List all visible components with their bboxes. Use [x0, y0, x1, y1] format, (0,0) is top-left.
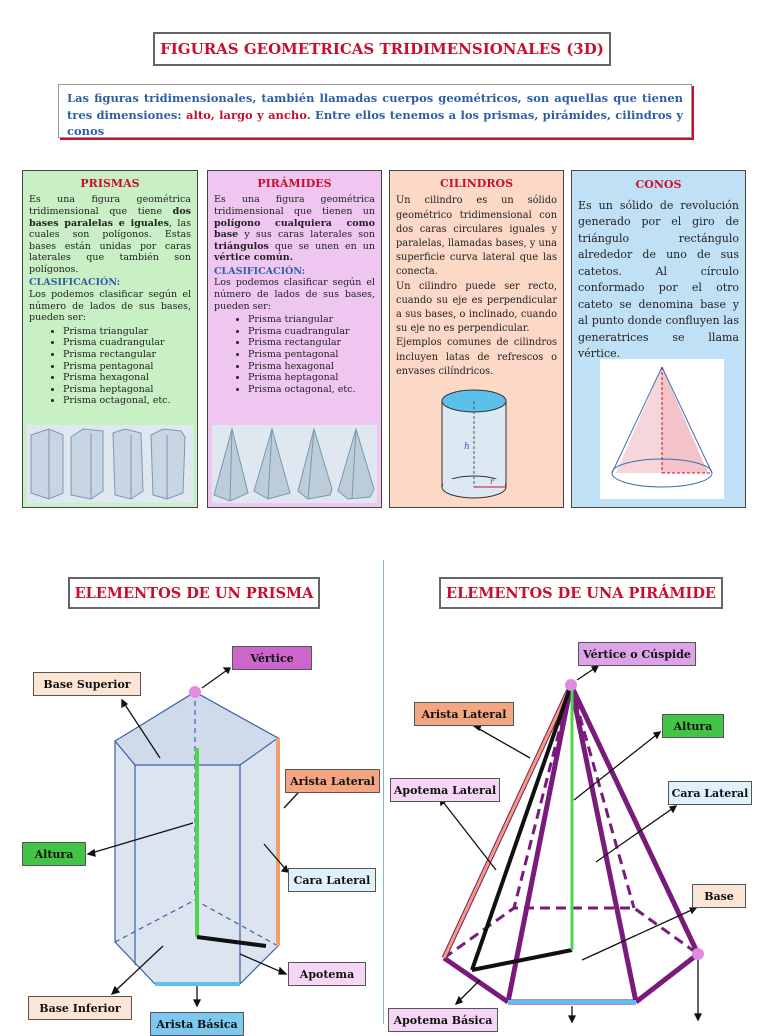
- prisma-section-title: ELEMENTOS DE UN PRISMA: [68, 577, 320, 609]
- label-vertice: Vértice: [232, 646, 312, 670]
- list-item: Prisma octagonal, etc.: [248, 384, 375, 396]
- card-prismas-b1: dos bases paralelas e iguales: [29, 205, 191, 229]
- label-arista-basica: Arista Básica: [150, 1012, 244, 1036]
- card-piramides-list: Prisma triangular Prisma cuadrangular Pr…: [214, 314, 375, 395]
- list-item: Prisma rectangular: [248, 337, 375, 349]
- card-prismas-text: Es una figura geométrica tridimensional …: [29, 194, 191, 275]
- intro-dimensions: alto, largo y ancho: [186, 107, 307, 122]
- card-prismas-clas: CLASIFICACIÓN:: [29, 277, 121, 289]
- list-item: Prisma triangular: [63, 326, 191, 338]
- label-base-inferior: Base Inferior: [28, 996, 132, 1020]
- section-divider: [383, 560, 384, 1024]
- card-conos: CONOS Es un sólido de revolución generad…: [571, 170, 746, 508]
- card-cilindros: CILINDROS Un cilindro es un sólido geomé…: [389, 170, 564, 508]
- label-cara-lateral: Cara Lateral: [288, 868, 376, 892]
- label-base-superior: Base Superior: [33, 672, 141, 696]
- card-cilindros-p1: Un cilindro es un sólido geométrico trid…: [396, 195, 557, 278]
- card-cilindros-p3: Ejemplos comunes de cilindros incluyen l…: [396, 337, 557, 377]
- prism-diagram: [86, 667, 312, 1008]
- intro-text-a: Las figuras tridimensionales, también ll…: [67, 91, 683, 122]
- list-item: Prisma octagonal, etc.: [63, 395, 191, 407]
- card-piramides-clas-text: Los podemos clasificar según el número d…: [214, 277, 375, 312]
- label-apotema-lateral: Apotema Lateral: [390, 778, 500, 802]
- prisms-illustration: [27, 425, 193, 503]
- card-cilindros-title: CILINDROS: [439, 177, 514, 190]
- page-title: FIGURAS GEOMETRICAS TRIDIMENSIONALES (3D…: [153, 32, 611, 66]
- label-cara-lateral-piramide: Cara Lateral: [668, 781, 752, 805]
- list-item: Prisma cuadrangular: [248, 326, 375, 338]
- label-apotema: Apotema: [288, 962, 366, 986]
- card-conos-title: CONOS: [635, 178, 682, 191]
- card-piramides-text: Es una figura geométrica tridimensional …: [214, 194, 375, 263]
- label-arista-lateral: Arista Lateral: [285, 769, 380, 793]
- card-piramides-clas: CLASIFICACIÓN:: [214, 265, 306, 277]
- card-prismas-title: PRISMAS: [80, 177, 140, 190]
- list-item: Prisma triangular: [248, 314, 375, 326]
- intro-text-b: . Entre ellos tenemos a los prismas, pir…: [67, 107, 684, 139]
- list-item: Prisma hexagonal: [63, 372, 191, 384]
- list-item: Prisma rectangular: [63, 349, 191, 361]
- card-piramides-t2: y sus caras laterales son: [238, 229, 375, 241]
- card-piramides-t3: que se unen en un: [268, 240, 375, 252]
- list-item: Prisma heptagonal: [63, 384, 191, 396]
- card-conos-p1: Es un sólido de revolución generado por …: [578, 198, 739, 361]
- label-arista-lateral-piramide: Arista Lateral: [414, 702, 514, 726]
- cylinder-illustration: h r: [441, 389, 507, 499]
- intro-paragraph: Las figuras tridimensionales, también ll…: [58, 84, 692, 138]
- cone-illustration: [600, 359, 724, 499]
- card-piramides: PIRÁMIDES Es una figura geométrica tridi…: [207, 170, 382, 508]
- cylinder-h-label: h: [464, 442, 470, 452]
- card-piramides-title: PIRÁMIDES: [257, 177, 332, 190]
- list-item: Prisma pentagonal: [63, 361, 191, 373]
- card-prismas-list: Prisma triangular Prisma cuadrangular Pr…: [29, 326, 191, 407]
- card-prismas: PRISMAS Es una figura geométrica tridime…: [22, 170, 198, 508]
- card-cilindros-p2: Un cilindro puede ser recto, cuando su e…: [396, 280, 557, 335]
- pyramids-illustration: [212, 425, 377, 503]
- card-piramides-b2: triángulos: [214, 240, 269, 252]
- label-altura: Altura: [22, 842, 86, 866]
- card-prismas-clas-text: Los podemos clasificar según el número d…: [29, 289, 191, 324]
- list-item: Prisma pentagonal: [248, 349, 375, 361]
- card-piramides-t1: Es una figura geométrica tridimensional …: [214, 194, 375, 217]
- label-vertice-cuspide: Vértice o Cúspide: [578, 642, 696, 666]
- list-item: Prisma cuadrangular: [63, 337, 191, 349]
- cylinder-r-label: r: [490, 477, 495, 486]
- pyramid-diagram: [439, 665, 704, 1024]
- label-altura-piramide: Altura: [662, 714, 724, 738]
- card-piramides-b3: vértice común.: [214, 252, 293, 264]
- card-piramides-b1: polígono cualquiera como base: [214, 217, 375, 241]
- label-base: Base: [692, 884, 746, 908]
- label-apotema-basica: Apotema Básica: [388, 1008, 498, 1032]
- list-item: Prisma hexagonal: [248, 361, 375, 373]
- card-prismas-t1: Es una figura geométrica tridimensional …: [29, 194, 191, 217]
- list-item: Prisma heptagonal: [248, 372, 375, 384]
- card-prismas-t2: , las cuales son polígonos. Estas bases …: [29, 217, 191, 275]
- piramide-section-title: ELEMENTOS DE UNA PIRÁMIDE: [439, 577, 723, 609]
